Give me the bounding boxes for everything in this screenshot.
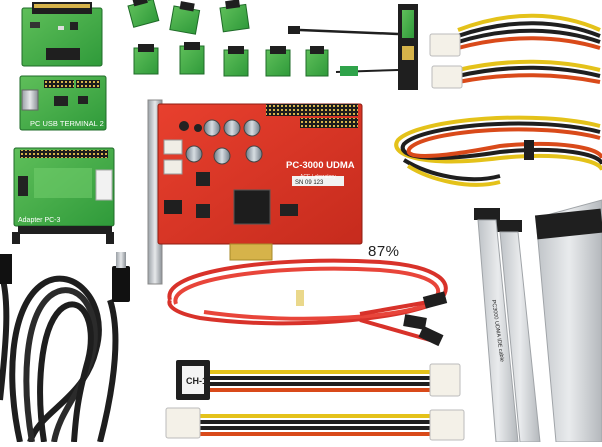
ch1-tag: CH-1 bbox=[186, 376, 207, 386]
ide-ribbon-cables: PC3000 UDMA IDE cable bbox=[474, 199, 602, 443]
power-cable-top bbox=[429, 13, 601, 89]
card-sticker: SN 09 123 bbox=[295, 180, 324, 186]
pc3000-udma-card: SN 09 123 PC-3000 UDMA ACE Laboratory bbox=[147, 99, 363, 285]
power-cable-twisted bbox=[394, 115, 602, 187]
usb-terminal-board: PC USB TERMINAL 2 bbox=[19, 75, 107, 131]
capacitors bbox=[179, 119, 263, 165]
sata-cables-red bbox=[167, 258, 448, 347]
card-title: PC-3000 UDMA bbox=[286, 160, 355, 171]
zoom-indicator: 87% bbox=[368, 243, 400, 260]
power-cable-bottom bbox=[165, 407, 465, 441]
probe-cable bbox=[288, 4, 418, 90]
small-adapters bbox=[127, 0, 329, 77]
adapter-label: Adapter PC-3 bbox=[18, 217, 61, 224]
adapter-pc3-board: Adapter PC-3 bbox=[12, 147, 115, 244]
sata-adapter-board bbox=[21, 2, 103, 67]
card-subtitle: ACE Laboratory bbox=[300, 174, 336, 180]
molex-cable-ch1: CH-1 bbox=[176, 360, 461, 400]
usb-terminal-label: PC USB TERMINAL 2 bbox=[30, 119, 104, 128]
usb-cable bbox=[0, 252, 130, 444]
